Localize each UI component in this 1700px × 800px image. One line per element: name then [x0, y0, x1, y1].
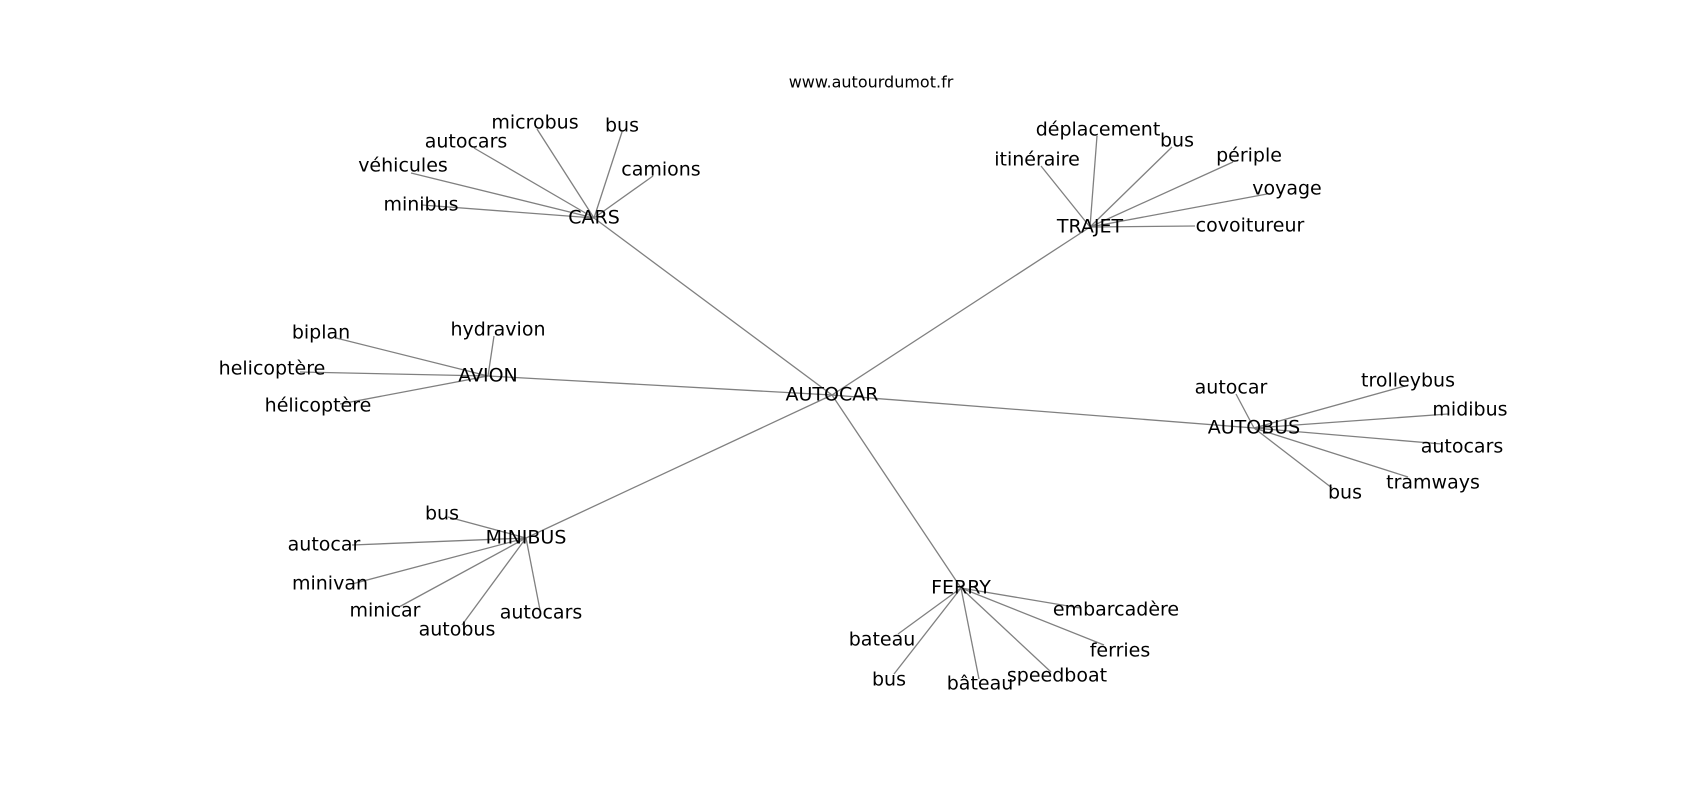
word-label-autobus-5: bus — [1328, 482, 1362, 504]
edge-cars-4 — [410, 172, 595, 219]
word-label-minibus-0: bus — [425, 503, 459, 525]
edge-ferry-3 — [893, 587, 962, 675]
edge-center-avion — [487, 375, 833, 396]
word-label-trajet-3: périple — [1216, 145, 1282, 167]
nodes-layer: AUTOCAR microbus bus autocars camions véhicul… — [219, 112, 1508, 695]
word-label-autobus-4: tramways — [1386, 472, 1480, 494]
word-label-ferry-4: bâteau — [947, 673, 1014, 695]
word-label-avion-2: helicoptère — [219, 358, 326, 380]
hub-label-autobus: AUTOBUS — [1208, 417, 1300, 439]
edge-trajet-4 — [1089, 193, 1268, 228]
edge-ferry-5 — [960, 587, 1052, 673]
word-label-ferry-2: ferries — [1090, 640, 1151, 662]
word-label-minibus-1: autocar — [288, 534, 361, 556]
edge-center-cars — [593, 217, 833, 396]
edge-autobus-4 — [1253, 427, 1409, 478]
word-label-cars-1: bus — [605, 115, 639, 137]
edge-cars-5 — [421, 204, 595, 219]
edge-autobus-3 — [1253, 427, 1443, 445]
hub-label-avion: AVION — [458, 365, 518, 387]
edge-cars-2 — [473, 147, 595, 219]
word-label-trajet-0: déplacement — [1036, 119, 1161, 141]
edge-ferry-1 — [897, 587, 962, 635]
word-label-cars-3: camions — [621, 159, 700, 181]
word-label-autobus-3: autocars — [1421, 436, 1504, 458]
word-label-autobus-1: trolleybus — [1361, 370, 1455, 392]
word-label-minibus-2: minivan — [292, 573, 368, 595]
edge-minibus-5 — [525, 537, 541, 611]
word-label-trajet-5: covoitureur — [1196, 215, 1305, 237]
word-label-trajet-4: voyage — [1252, 178, 1322, 200]
word-label-ferry-5: speedboat — [1007, 665, 1107, 687]
word-label-autobus-2: midibus — [1432, 399, 1507, 421]
word-label-ferry-0: embarcadère — [1053, 599, 1179, 621]
edge-trajet-1 — [1089, 146, 1173, 228]
word-label-ferry-1: bateau — [849, 629, 916, 651]
edges-layer — [299, 128, 1449, 680]
word-label-minibus-4: autobus — [419, 619, 496, 641]
word-label-ferry-3: bus — [872, 669, 906, 691]
hub-label-ferry: FERRY — [931, 577, 991, 599]
edge-avion-2 — [299, 371, 489, 377]
word-label-avion-1: hydravion — [451, 319, 546, 341]
edge-avion-3 — [339, 375, 489, 405]
word-label-cars-4: véhicules — [358, 155, 448, 177]
edge-minibus-2 — [351, 537, 527, 585]
site-watermark: www.autourdumot.fr — [789, 73, 954, 92]
hub-label-minibus: MINIBUS — [486, 527, 567, 549]
edge-avion-1 — [487, 335, 495, 377]
center-node-label: AUTOCAR — [786, 384, 879, 406]
edge-trajet-0 — [1089, 135, 1098, 228]
edge-center-minibus — [525, 394, 833, 539]
edge-cars-1 — [593, 131, 623, 219]
word-label-minibus-5: autocars — [500, 602, 583, 624]
edge-cars-3 — [593, 175, 654, 219]
edge-trajet-2 — [1040, 165, 1091, 228]
hub-label-trajet: TRAJET — [1056, 216, 1124, 238]
word-label-cars-5: minibus — [383, 194, 458, 216]
hub-label-cars: CARS — [568, 207, 620, 229]
edge-ferry-2 — [960, 587, 1105, 646]
edge-trajet-3 — [1089, 161, 1234, 228]
edge-autobus-5 — [1253, 427, 1333, 489]
edge-minibus-1 — [351, 537, 527, 546]
word-label-autobus-0: autocar — [1195, 377, 1268, 399]
edge-trajet-5 — [1089, 225, 1196, 228]
edge-cars-0 — [536, 128, 595, 219]
word-label-trajet-1: bus — [1160, 130, 1194, 152]
edge-autobus-0 — [1235, 393, 1255, 429]
edge-ferry-4 — [960, 587, 980, 680]
word-label-cars-2: autocars — [425, 131, 508, 153]
word-label-avion-0: biplan — [292, 322, 350, 344]
edge-center-trajet — [831, 226, 1091, 396]
word-label-minibus-3: minicar — [349, 600, 420, 622]
edge-minibus-4 — [461, 537, 527, 626]
edge-autobus-1 — [1253, 385, 1406, 429]
edge-minibus-0 — [447, 516, 527, 539]
edge-minibus-3 — [398, 537, 527, 608]
edge-autobus-2 — [1253, 413, 1449, 429]
edge-avion-0 — [335, 337, 489, 377]
word-label-trajet-2: itinéraire — [994, 149, 1080, 171]
edge-center-autobus — [831, 394, 1255, 429]
word-label-avion-3: hélicoptère — [265, 395, 372, 417]
word-label-cars-0: microbus — [491, 112, 578, 134]
edge-ferry-0 — [960, 587, 1081, 609]
edge-center-ferry — [831, 394, 962, 589]
